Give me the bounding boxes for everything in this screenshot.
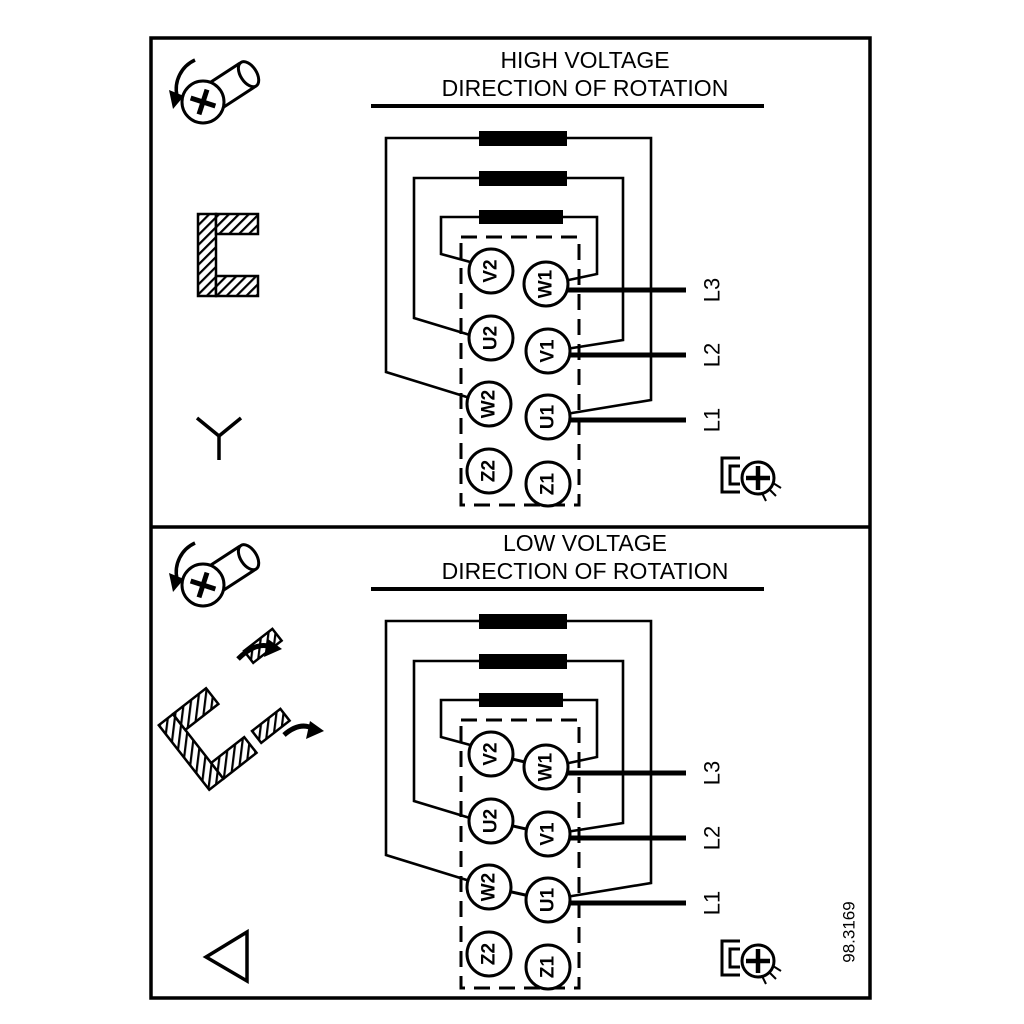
delta-connection-symbol — [202, 928, 249, 985]
high-voltage-title: HIGH VOLTAGE — [500, 47, 669, 73]
title-underline — [371, 587, 764, 591]
terminal-label-v2: V2 — [481, 742, 502, 765]
terminal-label-v2: V2 — [481, 259, 502, 282]
star-jumper — [196, 212, 260, 298]
terminal-label-u2: U2 — [481, 809, 502, 833]
supply-line-labels: L3 L2 L1 — [700, 278, 725, 432]
line-label-l3: L3 — [700, 761, 725, 785]
high-voltage-subtitle: DIRECTION OF ROTATION — [442, 75, 729, 101]
figure-border — [149, 36, 872, 1000]
terminal-label-z2: Z2 — [479, 943, 500, 965]
terminal-label-v1: V1 — [538, 339, 559, 363]
rotation-screw — [169, 58, 263, 123]
delta-jumper-icon — [157, 627, 324, 792]
star-connection-symbol — [195, 416, 243, 460]
ground-screw-low — [722, 941, 781, 984]
low-voltage-title: LOW VOLTAGE — [503, 530, 667, 556]
low-voltage-subtitle: DIRECTION OF ROTATION — [442, 558, 729, 584]
high-voltage-panel: HIGH VOLTAGE DIRECTION OF ROTATION V2 W1… — [169, 47, 781, 506]
terminal-label-u1: U1 — [538, 887, 559, 912]
terminal-label-u2: U2 — [481, 326, 502, 350]
terminal-label-w2: W2 — [479, 873, 500, 902]
terminal-label-v1: V1 — [538, 822, 559, 846]
line-label-l1: L1 — [700, 891, 725, 915]
terminal-label-z1: Z1 — [538, 472, 559, 495]
low-voltage-panel: LOW VOLTAGE DIRECTION OF ROTATION V2 W1 … — [157, 530, 781, 989]
line-label-l2: L2 — [700, 343, 725, 367]
rotation-screw — [169, 541, 263, 606]
drawing-number: 98.3169 — [840, 901, 859, 962]
terminal-label-w2: W2 — [479, 390, 500, 419]
line-label-l1: L1 — [700, 408, 725, 432]
terminal-label-z1: Z1 — [538, 955, 559, 978]
terminal-labels: V2 W1 U2 V1 W2 U1 Z2 Z1 — [479, 259, 559, 495]
supply-line-labels: L3 L2 L1 — [700, 761, 725, 915]
line-label-l2: L2 — [700, 826, 725, 850]
terminal-labels: V2 W1 U2 V1 W2 U1 Z2 Z1 — [479, 742, 559, 978]
terminal-label-w1: W1 — [536, 269, 557, 298]
terminal-label-w1: W1 — [536, 752, 557, 781]
ground-screw-high — [722, 458, 781, 501]
terminal-label-u1: U1 — [538, 404, 559, 429]
title-underline — [371, 104, 764, 108]
line-label-l3: L3 — [700, 278, 725, 302]
terminal-label-z2: Z2 — [479, 460, 500, 482]
